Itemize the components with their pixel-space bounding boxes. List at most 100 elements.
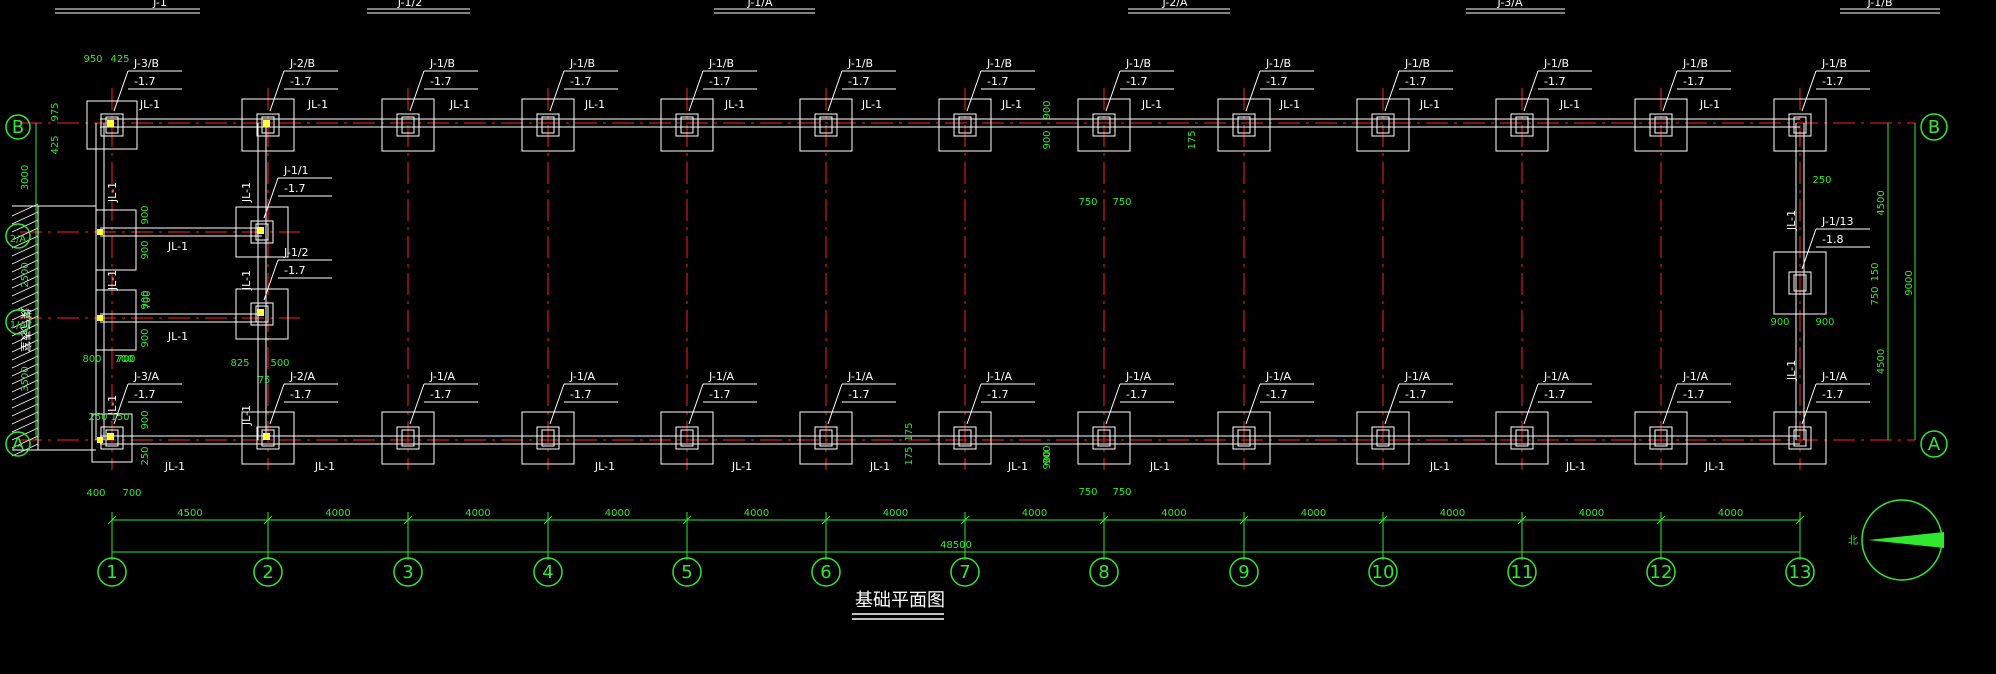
footing-top: J-1/B-1.7 [938,57,1035,152]
axis-bubble [672,557,702,587]
pier-outline [675,113,699,137]
footing-elevation: -1.7 [1266,75,1287,88]
column-axis-label: 5 [681,562,692,583]
column-axis-label: 2 [262,562,273,583]
row-axis-label: B [1928,117,1940,138]
pier-core [105,429,119,447]
pier-core [541,429,555,447]
pier-outline [396,113,420,137]
axis-bubble [5,431,31,457]
footing-top: J-1/B-1.7 [1077,57,1174,152]
column-axis-label: 13 [1789,562,1812,583]
footing-label: J-1/B [1404,57,1430,70]
detail-dimension: 425 [110,54,129,65]
vertical-dimension: 4500 [1876,349,1887,374]
pier-outline [536,113,560,137]
footing-bottom: J-1/A-1.7 [938,370,1035,465]
footing-label: J-1/A [1404,370,1431,383]
footing-label: J-1/2 [283,246,309,259]
detail-dimension: 900 [140,205,151,224]
detail-dimension: 400 [86,488,105,499]
hatch-line [11,379,39,393]
footing-elevation: -1.7 [1544,75,1565,88]
footing-elevation: -1.7 [290,388,311,401]
footing-outline [1077,411,1131,465]
hatch-line [11,227,39,241]
bay-dimension: 4500 [177,508,202,519]
vertical-dimension: 2500 [20,262,31,287]
detail-dimension: 175 [1187,130,1198,149]
footing-outline [235,288,289,340]
footing-outline [241,411,295,465]
footing-elevation: -1.7 [709,75,730,88]
axis-bubble [1920,430,1948,458]
detail-dimension: 700 [142,290,153,309]
footing-top: J-1/B-1.7 [381,57,478,152]
node-mark [97,437,103,443]
footing-elevation: -1.7 [284,182,305,195]
footing-mid: J-1/2-1.7 [235,246,332,340]
footing-outline [938,98,992,152]
beam-label: JL-1 [1785,360,1798,381]
hatch-line [11,267,39,281]
hatch-line [11,275,39,289]
pier-core [1654,116,1668,134]
detail-dimension: 250 [88,412,107,423]
beam-label: JL-1 [1007,460,1028,473]
pier-outline [1788,271,1812,295]
dim-tick [682,515,692,525]
beam-label: JL-1 [167,240,188,253]
detail-dimension: 250 [1812,175,1831,186]
pier-outline [1092,426,1116,450]
row-axis-label: A [1928,434,1941,455]
pier-core [958,116,972,134]
axis-bubble [97,557,127,587]
detail-dimension: 900 [1042,445,1053,464]
footing-outline [521,98,575,152]
pier-core [1793,274,1807,292]
dim-tick [1239,515,1249,525]
footing-outline [1356,98,1410,152]
footing-outline [1495,411,1549,465]
footing-top: J-1/B-1.7 [1773,57,1870,152]
footing-outline [381,98,435,152]
pier-core [1515,116,1529,134]
row-axis-label: B [12,117,24,138]
footing-elevation: -1.7 [987,388,1008,401]
pier-outline [256,113,280,137]
north-arrow-icon: 北 [1848,499,1944,581]
footing-outline [1773,98,1827,152]
footing-label: J-1/B [708,57,734,70]
leader-line [1105,70,1121,112]
leader-line [113,383,129,425]
beam-label: JL-1 [106,182,119,203]
beam-label: JL-1 [314,460,335,473]
beam-label: JL-1 [731,460,752,473]
axis-grid-lines [20,88,1915,470]
detail-dimension: 800 [82,354,101,365]
footing-bottom: J-1/A-1.7 [660,370,757,465]
axis-bubble [1785,557,1815,587]
footing-outline [95,209,137,271]
footing-top: J-1/B-1.7 [1634,57,1731,152]
total-vertical-dimension: 9000 [1904,270,1915,295]
axis-bubble [5,223,31,249]
beam-label: JL-1 [106,270,119,291]
dim-tick [1656,515,1666,525]
pier-outline [100,113,124,137]
footing-elevation: -1.7 [134,75,155,88]
leader-line [409,70,425,112]
pier-core [1376,429,1390,447]
hatch-line [11,363,39,377]
pier-outline [1510,113,1534,137]
beam-label: JL-1 [240,270,253,291]
footing-outline [1773,251,1827,315]
footing-outline [1634,411,1688,465]
axis-bubble [393,557,423,587]
detail-dimension: 750 [1078,487,1097,498]
detail-dimension: 975 [50,102,61,121]
hatch-line [11,235,39,249]
leader-line [1801,70,1817,112]
leader-line [1384,70,1400,112]
